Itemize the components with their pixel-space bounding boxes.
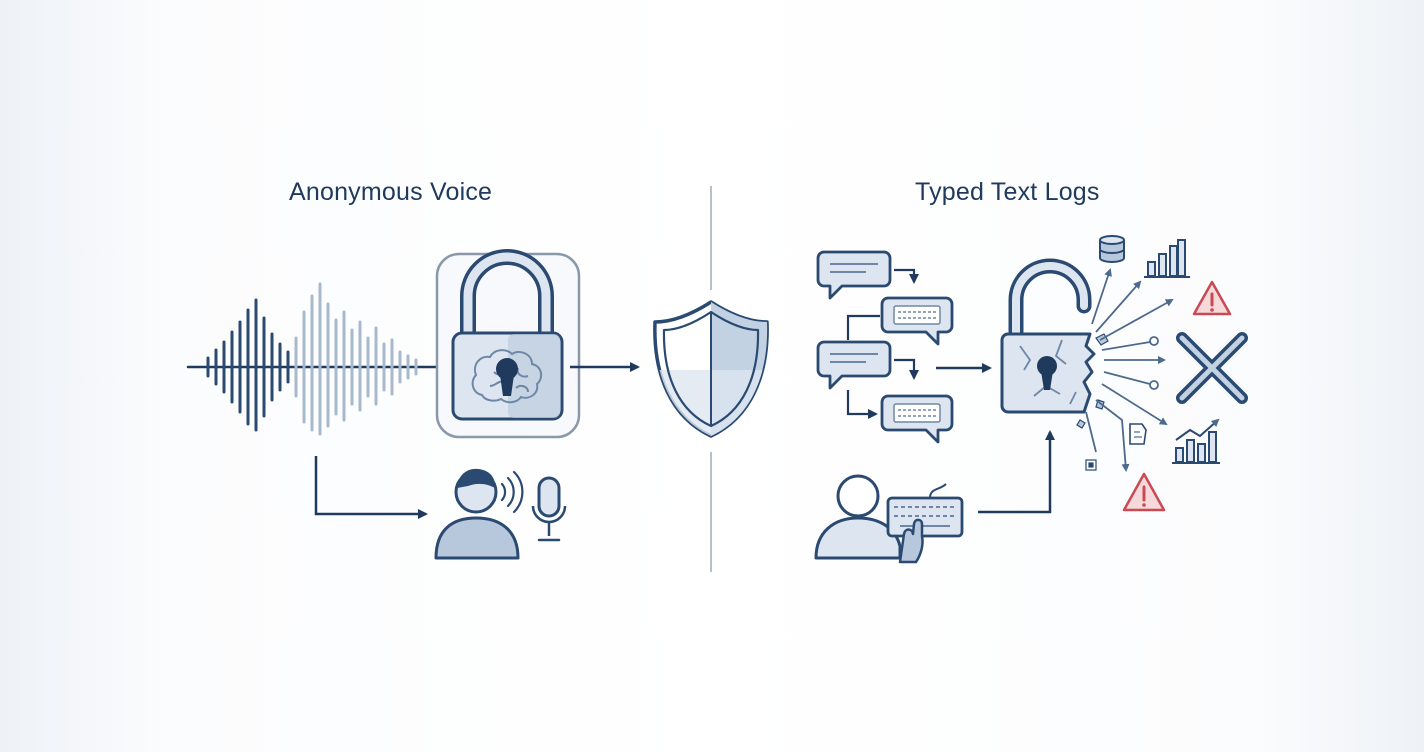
x-mark-icon [1176,332,1248,404]
keyboard-icon [886,483,964,564]
database-icon [1099,235,1125,263]
keyboard-bubble-icon [880,394,954,444]
broken-padlock-icon [1000,258,1096,414]
typing-person-icon [814,474,902,560]
chat-flow [816,250,954,444]
speaking-person-icon [434,468,524,560]
arrow-typing-to-lock [978,430,1055,514]
chat-bubble-icon [816,340,892,390]
warning-icon [1192,280,1232,316]
left-panel-title: Anonymous Voice [289,178,493,206]
shield-icon [653,300,769,438]
bar-chart-icon [1144,239,1190,278]
typing-hand [898,518,924,564]
chat-bubble-icon [816,250,892,300]
keyboard-bubble-icon [880,296,954,346]
document-fragment-icon [1129,423,1147,445]
bar-chart-icon [1172,418,1220,464]
leak-lines [1085,268,1174,472]
sound-waves-icon [500,470,524,514]
arrow-to-speaker [314,456,428,519]
sound-wave-icon [186,282,462,436]
keyhole-icon [1037,356,1057,390]
right-panel-title: Typed Text Logs [915,178,1100,206]
microphone-icon [531,476,567,542]
padlock-locked-icon [435,249,581,439]
keyhole-icon [496,358,518,396]
warning-icon [1122,472,1166,512]
